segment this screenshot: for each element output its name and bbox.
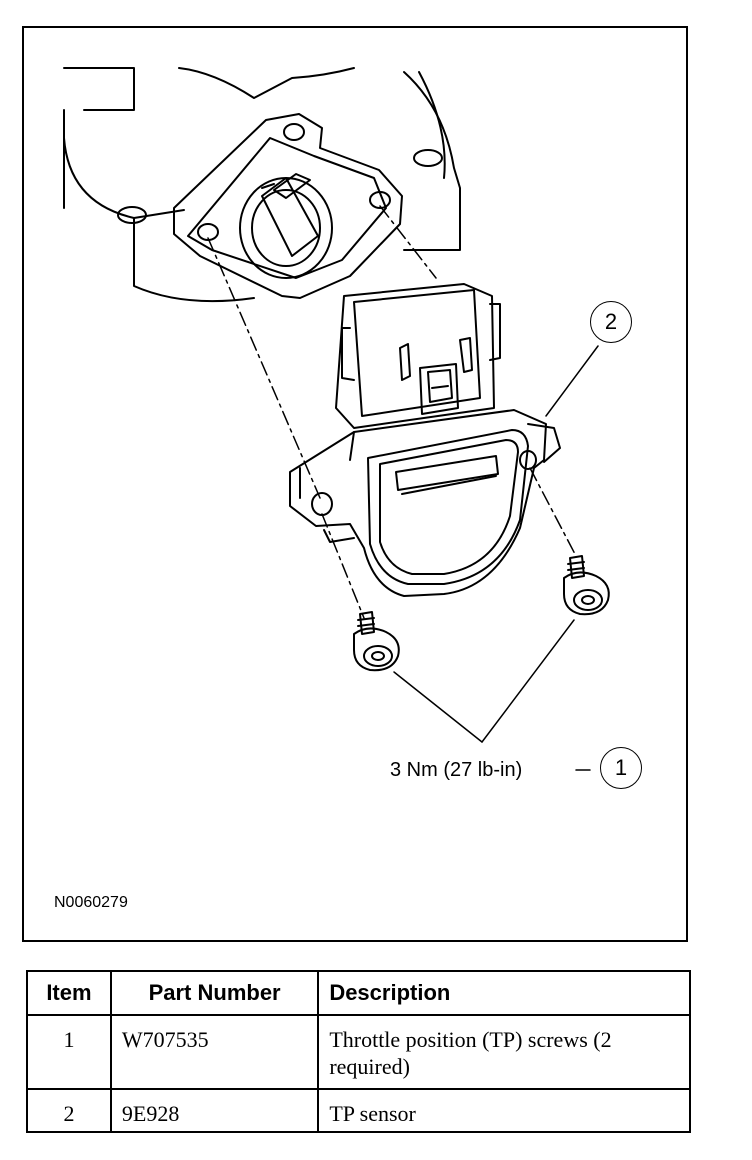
description-cell: TP sensor [317, 1088, 691, 1133]
table-row: 2 9E928 TP sensor [26, 1088, 691, 1133]
part-number-cell: W707535 [109, 1014, 320, 1090]
header-part-number: Part Number [109, 970, 320, 1016]
item-cell: 2 [26, 1088, 112, 1133]
exploded-view-figure: 2 1 3 Nm (27 lb-in) N0060279 [22, 26, 688, 942]
figure-id: N0060279 [54, 894, 128, 911]
torque-spec-label: 3 Nm (27 lb-in) [390, 759, 523, 781]
alignment-lines [207, 205, 577, 619]
table-header-row: Item Part Number Description [26, 970, 691, 1016]
callout-2: 2 [590, 301, 632, 343]
header-item: Item [26, 970, 112, 1016]
throttle-body-flange [173, 113, 403, 299]
description-cell: Throttle position (TP) screws (2 require… [317, 1014, 691, 1090]
part-number-cell: 9E928 [109, 1088, 320, 1133]
item-cell: 1 [26, 1014, 112, 1090]
header-description: Description [317, 970, 691, 1016]
leader-lines [393, 345, 599, 771]
parts-table: Item Part Number Description 1 W707535 T… [26, 970, 691, 1133]
tp-sensor-illustration [63, 67, 610, 771]
screws [353, 555, 610, 672]
throttle-body [63, 67, 461, 303]
tp-sensor-body [289, 283, 561, 597]
table-row: 1 W707535 Throttle position (TP) screws … [26, 1014, 691, 1090]
callout-1: 1 [600, 747, 642, 789]
